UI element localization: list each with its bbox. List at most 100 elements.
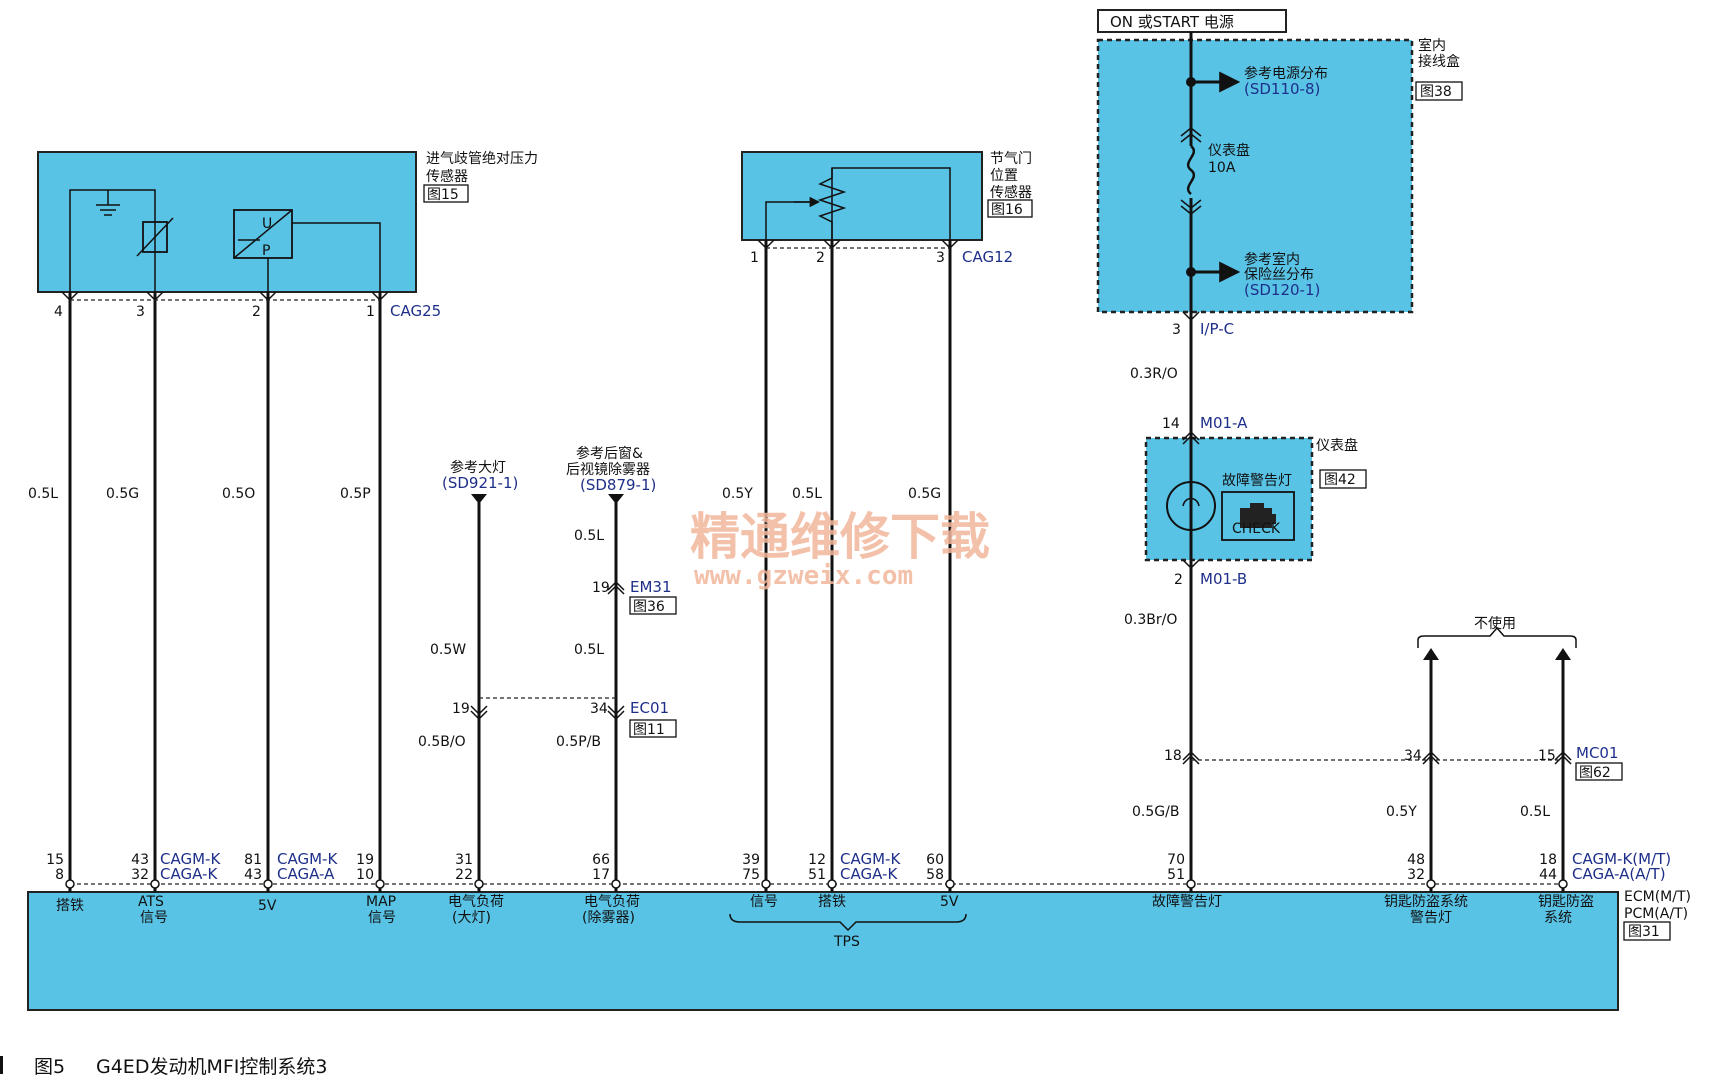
mc01-fig-frame: [1575, 762, 1623, 781]
cluster-fig-frame: [1319, 469, 1367, 489]
caption-bar: [0, 1056, 3, 1074]
defog-ref-code: (SD879-1): [580, 476, 656, 494]
ecm-pin-top-10: 48: [1407, 852, 1425, 868]
fuse-name: 仪表盘: [1208, 142, 1250, 159]
ecm-pin-bottom-11: 44: [1539, 867, 1557, 883]
tps-pin-1: 1: [750, 250, 759, 266]
ecm-conn-b-bottom: CAGA-A: [277, 865, 335, 883]
wire-label-mil-upper: 0.3R/O: [1130, 366, 1178, 382]
wire-label-tps3: 0.5G: [908, 486, 941, 502]
ecm-name: ECM(M/T): [1624, 889, 1691, 905]
wire-label-1: 0.5L: [28, 486, 58, 502]
tps-sensor-name: 节气门: [990, 151, 1032, 167]
ref-fuse-dist-code: (SD120-1): [1244, 281, 1320, 299]
tps-potentiometer-symbol: [765, 167, 951, 240]
map-pin-2: 2: [252, 304, 261, 320]
ecm-label-map-2: 信号: [368, 910, 396, 926]
junction-fig-frame: [1415, 81, 1463, 101]
ec01-pin-left: 19: [452, 701, 470, 717]
ecm-pin-bottom-6: 75: [742, 867, 760, 883]
wire-label-hl-upper: 0.5W: [430, 642, 466, 658]
ecm-pin-top-4: 31: [455, 852, 473, 868]
defog-ref-2: 后视镜除雾器: [566, 462, 650, 478]
map-sensor-fig-ref: 图15: [427, 187, 459, 203]
ecm-pin-bottom-2: 43: [244, 867, 262, 883]
ecm-pin-bottom-7: 51: [808, 867, 826, 883]
not-used-arrow-2: [1555, 648, 1571, 660]
ecm-conn-d-top: CAGM-K(M/T): [1572, 850, 1671, 868]
ecm-pin-bottom-0: 8: [55, 867, 64, 883]
wire-label-hl-lower: 0.5B/O: [418, 734, 466, 750]
ecm-box: [27, 891, 1619, 1011]
mc01-pin-1: 18: [1164, 748, 1182, 764]
ecm-label-imm-lamp-2: 警告灯: [1410, 910, 1452, 926]
junction-fig-ref: 图38: [1420, 84, 1452, 100]
ecm-label-tps-signal: 信号: [750, 894, 778, 910]
ecm-label-tps-5v: 5V: [940, 894, 959, 910]
ecm-conn-c-bottom: CAGA-K: [840, 865, 898, 883]
em31-conn: EM31: [630, 578, 672, 596]
power-source-label: ON 或START 电源: [1110, 13, 1234, 31]
ecm-conn-a-bottom: CAGA-K: [160, 865, 218, 883]
wire-label-def-top: 0.5L: [574, 528, 604, 544]
map-pin-1: 1: [366, 304, 375, 320]
ecm-conn-a-top: CAGM-K: [160, 850, 221, 868]
headlamp-ref-arrow: [471, 494, 487, 504]
ecm-label-ground: 搭铁: [56, 898, 84, 914]
wires: [68, 240, 1565, 892]
tps-sensor-name-2: 位置: [990, 168, 1018, 184]
wire-label-mil-ecm: 0.5G/B: [1132, 804, 1179, 820]
not-used-label: 不使用: [1474, 615, 1516, 632]
engine-icon: [1240, 503, 1276, 528]
defog-ref: 参考后窗&: [576, 445, 643, 462]
ec01-conn: EC01: [630, 699, 669, 717]
tps-pin-2: 2: [816, 250, 825, 266]
ecm-name-2: PCM(A/T): [1624, 906, 1688, 922]
map-pin-4: 4: [54, 304, 63, 320]
ecm-pin-bottom-3: 10: [356, 867, 374, 883]
junction-box-name-2: 接线盒: [1418, 53, 1460, 70]
ecm-pin-top-3: 19: [356, 852, 374, 868]
ecm-pin-bottom-10: 32: [1407, 867, 1425, 883]
watermark-title: 精通维修下载: [690, 508, 990, 566]
ref-power-dist-code: (SD110-8): [1244, 80, 1320, 98]
wire-label-def-mid: 0.5L: [574, 642, 604, 658]
ecm-label-hl-2: (大灯): [452, 910, 491, 926]
ecm-label-mil: 故障警告灯: [1152, 894, 1222, 910]
map-pin-3: 3: [136, 304, 145, 320]
map-sensor-fig-frame: [423, 184, 469, 203]
tps-group-brace: [729, 913, 967, 932]
wire-label-mil-lower: 0.3Br/O: [1124, 612, 1177, 628]
ecm-pin-bottom-8: 58: [926, 867, 944, 883]
ecm-pin-top-2: 81: [244, 852, 262, 868]
ecm-conn-d-bottom: CAGA-A(A/T): [1572, 865, 1666, 883]
instrument-cluster-box: [1144, 436, 1314, 562]
wire-label-imm2: 0.5L: [1520, 804, 1550, 820]
m01a-conn: M01-A: [1200, 414, 1248, 432]
map-sensor-internal-schematic: U P: [69, 189, 381, 292]
ref-fuse-dist-2: 保险丝分布: [1244, 267, 1314, 283]
ecm-label-tps-ground: 搭铁: [818, 894, 846, 910]
fuse-symbol: [1180, 127, 1202, 215]
map-conn-id: CAG25: [390, 302, 441, 320]
ref-power-dist: 参考电源分布: [1244, 65, 1328, 82]
ecm-label-ats-2: 信号: [140, 910, 168, 926]
defog-ref-arrow: [608, 494, 624, 504]
ecm-pin-top-0: 15: [46, 852, 64, 868]
em31-pin: 19: [592, 580, 610, 596]
interior-junction-box: [1096, 38, 1414, 314]
ecm-pin-top-11: 18: [1539, 852, 1557, 868]
mc01-conn: MC01: [1576, 744, 1619, 762]
tps-fig-frame: [987, 199, 1033, 218]
mil-name: 故障警告灯: [1222, 473, 1292, 489]
ecm-pin-bottom-4: 22: [455, 867, 473, 883]
ecm-label-tps-group: TPS: [833, 934, 860, 950]
headlamp-ref-code: (SD921-1): [442, 474, 518, 492]
not-used-arrow-1: [1423, 648, 1439, 660]
ecm-pin-terminals: [65, 879, 1568, 889]
fuse-rating: 10A: [1208, 160, 1236, 176]
ecm-pin-top-9: 70: [1167, 852, 1185, 868]
wire-label-3: 0.5O: [222, 486, 255, 502]
ecm-pin-top-6: 39: [742, 852, 760, 868]
tps-sensor-box: [741, 151, 983, 241]
